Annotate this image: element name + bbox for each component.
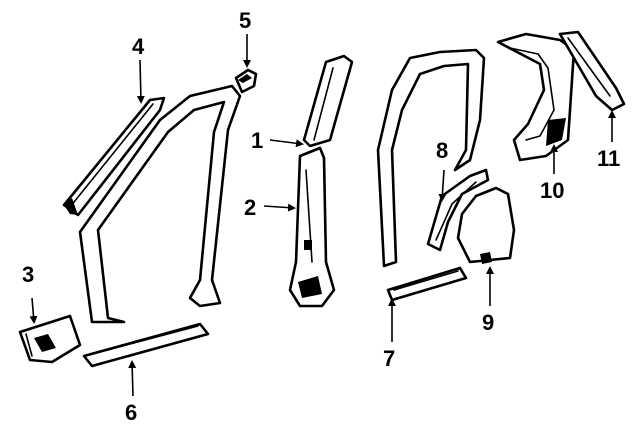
leader-1: [269, 139, 304, 148]
part-9-quarter-trim-panel[interactable]: [456, 186, 516, 264]
part-8-wheel-arch-trim[interactable]: [426, 168, 490, 252]
callout-6: 6: [125, 400, 137, 425]
part-4-pillar-molding[interactable]: [62, 96, 166, 217]
part-6-front-sill-plate[interactable]: [82, 322, 210, 368]
part-10-quarter-window-trim[interactable]: [496, 32, 576, 162]
leader-4: [136, 59, 145, 104]
callout-5: 5: [239, 8, 251, 33]
callout-11: 11: [597, 146, 620, 171]
callout-labels: 1 2 3 4 5 6 7 8 9 10 11: [22, 8, 620, 425]
rear-door-weatherstrip[interactable]: [376, 48, 486, 268]
part-2-lower-pillar-trim[interactable]: [288, 146, 336, 308]
callout-8: 8: [436, 138, 448, 163]
leader-2: [263, 203, 296, 212]
callout-4: 4: [132, 34, 145, 59]
front-door-weatherstrip[interactable]: [78, 84, 242, 324]
leader-arrows: [29, 34, 616, 397]
callout-2: 2: [244, 195, 256, 220]
callout-3: 3: [22, 262, 34, 287]
callout-7: 7: [383, 346, 395, 371]
leader-3: [29, 297, 38, 324]
part-7-rear-sill-plate[interactable]: [386, 266, 468, 302]
part-5-clip[interactable]: [234, 68, 258, 94]
callout-10: 10: [540, 178, 564, 203]
part-1-upper-pillar-trim[interactable]: [302, 54, 354, 148]
callout-1: 1: [251, 128, 263, 153]
leader-8: [438, 169, 447, 202]
callout-9: 9: [482, 310, 494, 335]
part-11-roof-rail-molding[interactable]: [558, 30, 626, 112]
part-3-kick-panel[interactable]: [18, 314, 82, 364]
leader-6: [128, 360, 137, 397]
